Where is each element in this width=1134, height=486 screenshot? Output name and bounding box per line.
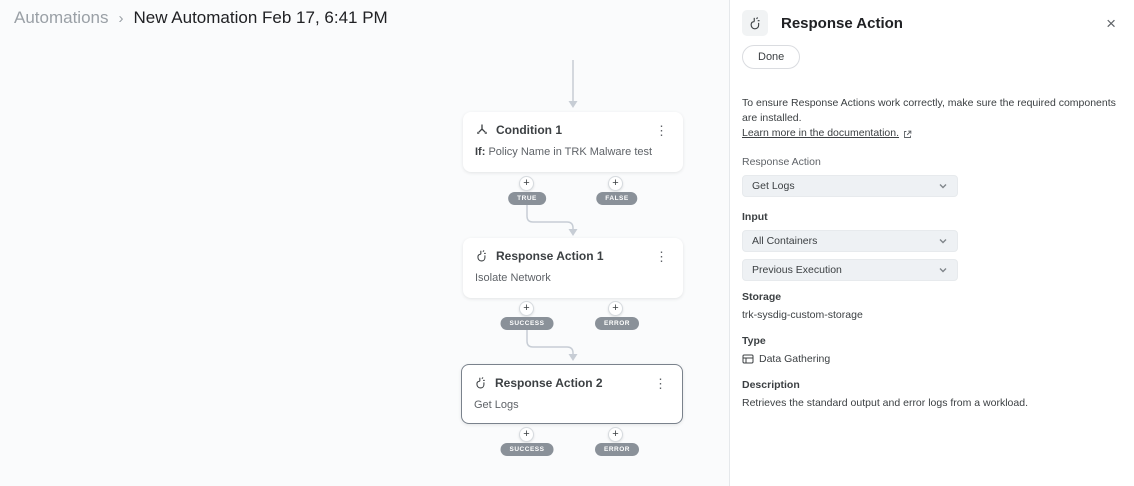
branch-label-false: FALSE: [596, 192, 638, 205]
panel-divider: [729, 0, 730, 486]
flow-canvas[interactable]: Condition 1 ⋮ If: Policy Name in TRK Mal…: [0, 0, 729, 486]
done-button[interactable]: Done: [742, 45, 801, 69]
add-node-true-button[interactable]: +: [519, 176, 534, 191]
response-action-select[interactable]: Get Logs: [742, 174, 958, 197]
input-execution-select[interactable]: Previous Execution: [742, 258, 958, 281]
plus-icon: +: [612, 177, 619, 189]
input-execution-selected-value: Previous Execution: [752, 263, 842, 276]
type-value: Data Gathering: [759, 352, 831, 365]
node-title: Response Action 2: [495, 376, 603, 390]
node-title: Response Action 1: [496, 249, 604, 263]
node-response-action-2[interactable]: Response Action 2 ⋮ Get Logs: [461, 364, 683, 424]
node-menu-icon[interactable]: ⋮: [655, 248, 668, 264]
type-label: Type: [742, 334, 766, 347]
description-value: Retrieves the standard output and error …: [742, 396, 1028, 409]
chevron-down-icon: [939, 267, 947, 273]
node-menu-icon[interactable]: ⋮: [655, 122, 668, 138]
branch-label-error: ERROR: [595, 443, 639, 456]
response-action-icon: [477, 250, 486, 262]
response-action-selected-value: Get Logs: [752, 179, 795, 192]
panel-title: Response Action: [781, 14, 903, 32]
response-action-panel: Response Action × Done To ensure Respons…: [730, 0, 1134, 486]
add-node-false-button[interactable]: +: [608, 176, 623, 191]
add-node-error-button[interactable]: +: [608, 301, 623, 316]
panel-header: Response Action ×: [742, 10, 1120, 36]
type-row: Data Gathering: [742, 353, 1120, 365]
input-containers-selected-value: All Containers: [752, 234, 818, 247]
chevron-down-icon: [939, 238, 947, 244]
condition-branch-icon: [477, 124, 487, 134]
branch-label-success: SUCCESS: [500, 317, 554, 330]
install-info-text: To ensure Response Actions work correctl…: [742, 97, 1116, 125]
plus-icon: +: [523, 177, 530, 189]
branch-label-error: ERROR: [595, 317, 639, 330]
plus-icon: +: [523, 302, 530, 314]
close-icon[interactable]: ×: [1106, 13, 1116, 33]
response-action-icon: [750, 16, 760, 29]
condition-if-prefix: If:: [475, 146, 486, 158]
input-label: Input: [742, 210, 768, 223]
storage-value: trk-sysdig-custom-storage: [742, 308, 863, 321]
node-summary: Isolate Network: [475, 272, 551, 284]
breadcrumb-automations-link[interactable]: Automations: [14, 8, 109, 27]
breadcrumb: Automations › New Automation Feb 17, 6:4…: [14, 8, 388, 28]
external-link-icon: [904, 130, 912, 138]
branch-label-success: SUCCESS: [500, 443, 554, 456]
add-node-success-button[interactable]: +: [519, 301, 534, 316]
install-info: To ensure Response Actions work correctl…: [742, 96, 1120, 142]
node-condition-1[interactable]: Condition 1 ⋮ If: Policy Name in TRK Mal…: [463, 112, 683, 172]
add-node-success-button[interactable]: +: [519, 427, 534, 442]
branch-label-true: TRUE: [508, 192, 546, 205]
storage-label: Storage: [742, 290, 782, 303]
plus-icon: +: [523, 428, 530, 440]
add-node-error-button[interactable]: +: [608, 427, 623, 442]
description-label: Description: [742, 378, 800, 391]
breadcrumb-separator-icon: ›: [118, 9, 124, 27]
response-action-label: Response Action: [742, 155, 821, 168]
node-menu-icon[interactable]: ⋮: [654, 375, 667, 391]
node-summary: If: Policy Name in TRK Malware test: [475, 146, 653, 158]
node-title: Condition 1: [496, 123, 562, 137]
response-action-icon: [476, 377, 485, 389]
input-containers-select[interactable]: All Containers: [742, 229, 958, 252]
node-summary: Get Logs: [474, 399, 519, 411]
chevron-down-icon: [939, 183, 947, 189]
plus-icon: +: [612, 428, 619, 440]
documentation-link[interactable]: Learn more in the documentation.: [742, 127, 900, 140]
data-gathering-icon: [742, 354, 754, 364]
plus-icon: +: [612, 302, 619, 314]
node-response-action-1[interactable]: Response Action 1 ⋮ Isolate Network: [463, 238, 683, 298]
panel-icon-box: [742, 10, 768, 36]
page-title: New Automation Feb 17, 6:41 PM: [133, 8, 388, 27]
